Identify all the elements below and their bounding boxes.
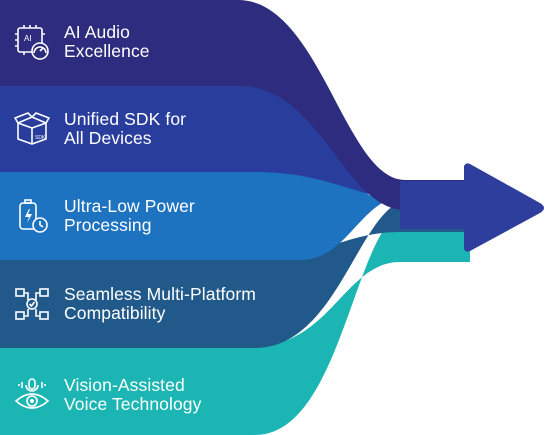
svg-text:SDK: SDK bbox=[35, 135, 46, 141]
battery-clock-icon bbox=[19, 199, 48, 233]
sdk-box-icon: SDK bbox=[14, 112, 50, 145]
arrow-shaft bbox=[400, 181, 470, 229]
item-title-line2: Compatibility bbox=[64, 303, 166, 323]
network-nodes-icon bbox=[15, 288, 49, 320]
item-title-line1: Ultra-Low Power bbox=[64, 196, 195, 216]
item-unified-sdk: SDK Unified SDK for All Devices bbox=[0, 102, 186, 156]
eye-voice-icon bbox=[14, 378, 50, 409]
item-title-line2: All Devices bbox=[64, 128, 152, 148]
item-title-line1: Vision-Assisted bbox=[64, 375, 185, 395]
band-vision-voice bbox=[0, 210, 470, 435]
item-ai-audio: AI AI Audio Excellence bbox=[0, 15, 150, 69]
band-multiplatform bbox=[0, 200, 470, 348]
band-ai-audio bbox=[0, 0, 470, 210]
ai-chip-speed-icon: AI bbox=[15, 25, 49, 60]
item-title-line2: Voice Technology bbox=[64, 394, 202, 414]
arrow-head bbox=[464, 163, 544, 252]
item-multiplatform: Seamless Multi-Platform Compatibility bbox=[0, 277, 256, 331]
item-low-power: Ultra-Low Power Processing bbox=[0, 189, 195, 243]
item-title-line1: AI Audio bbox=[64, 22, 130, 42]
item-title-line1: Unified SDK for bbox=[64, 109, 187, 129]
item-vision-voice: Vision-Assisted Voice Technology bbox=[0, 368, 202, 422]
item-title-line2: Excellence bbox=[64, 41, 150, 61]
band-low-power bbox=[0, 168, 470, 260]
item-title-line2: Processing bbox=[64, 215, 152, 235]
item-title-line1: Seamless Multi-Platform bbox=[64, 284, 256, 304]
svg-text:AI: AI bbox=[24, 34, 32, 43]
